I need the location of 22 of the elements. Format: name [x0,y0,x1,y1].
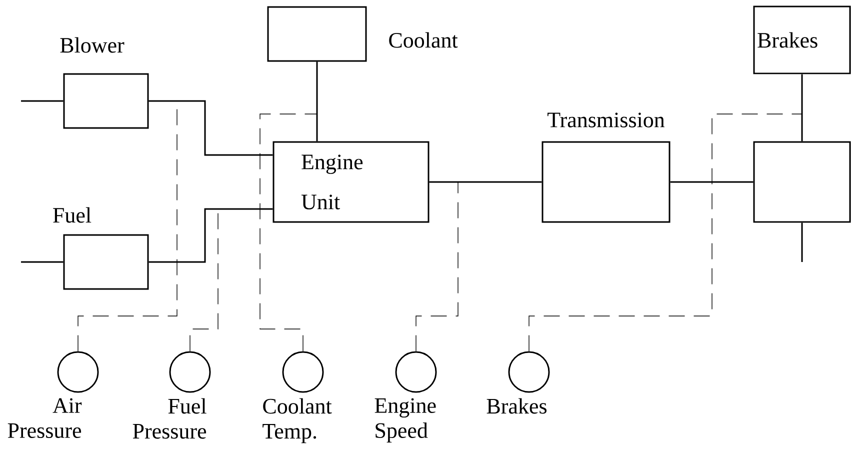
box-label: Coolant [389,32,458,48]
signal-line [416,182,458,352]
connection-line [670,181,754,183]
sensor-label: Air Pressure [8,398,82,438]
sensor-label: Coolant Temp. [262,398,332,444]
sensor-label: Brakes [486,398,546,414]
connection-line [429,181,542,183]
connection-line [801,222,803,262]
box-label: Fuel [53,207,92,223]
component-box [753,141,851,223]
connection-line [148,208,273,263]
component-box: Engine Unit [272,141,430,223]
box-label: Blower [60,37,124,53]
component-box: Brakes [753,6,851,74]
sensor-label: Fuel Pressure [132,398,206,439]
sensor-label: Engine Speed [374,398,436,442]
connection-line [801,74,803,142]
connection-line [21,261,64,263]
connection-line [316,62,318,142]
connection-line [21,100,64,102]
connection-line [148,100,273,156]
box-label: Transmission [548,112,665,128]
